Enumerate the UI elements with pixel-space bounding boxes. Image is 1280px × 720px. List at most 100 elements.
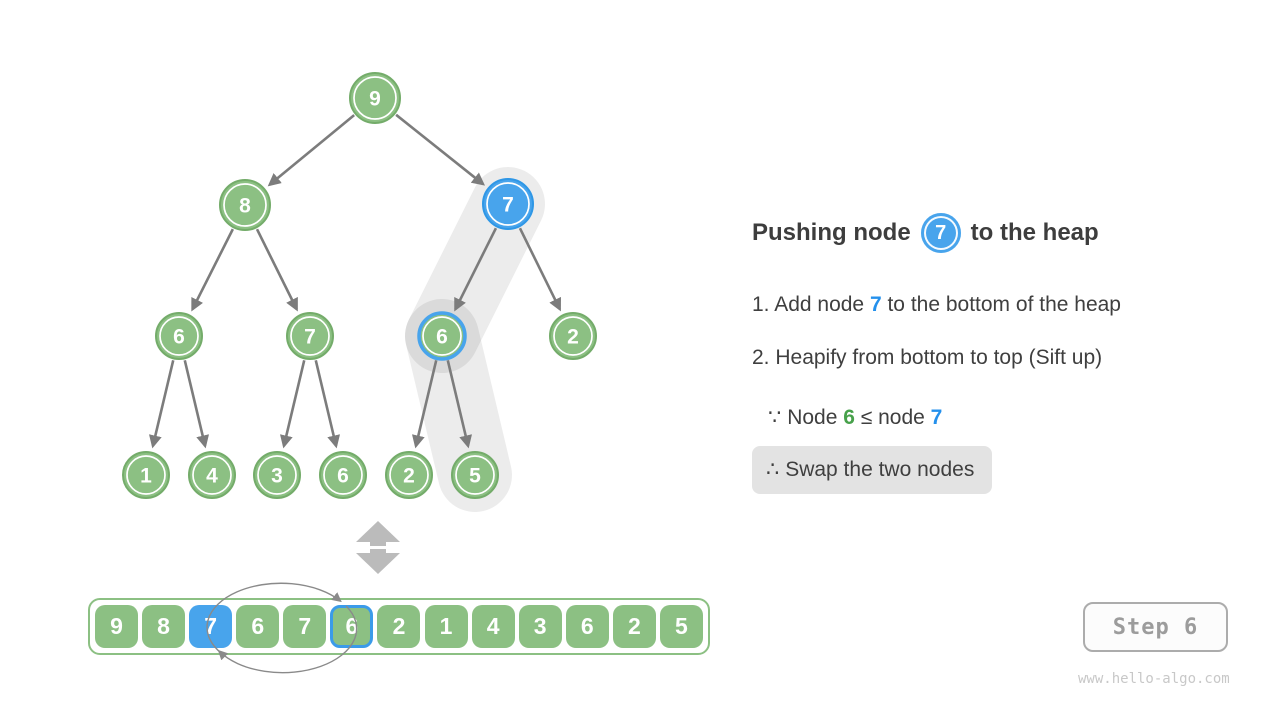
title-suffix: to the heap (970, 219, 1099, 246)
node-value: 5 (469, 465, 481, 488)
node-value: 6 (337, 465, 349, 488)
node-value: 6 (436, 326, 448, 349)
node-circle (286, 312, 334, 360)
node-circle (417, 311, 467, 361)
node-inner-ring (159, 316, 199, 356)
node-inner-ring (257, 455, 297, 495)
array-cell-10: 6 (565, 605, 609, 648)
note-text: to the bottom of the heap (881, 293, 1121, 316)
tree-nodes: 9 8 7 6 7 6 2 1 4 3 6 2 5 (122, 72, 597, 499)
array-cell-4: 7 (283, 605, 327, 648)
emphasized-value: 6 (843, 406, 855, 429)
step-label: Step 6 (1112, 614, 1199, 640)
node-inner-ring (323, 455, 363, 495)
highlight-capsule (405, 299, 512, 512)
node-circle (385, 451, 433, 499)
node-value: 7 (502, 194, 514, 217)
array-cell-6: 2 (377, 605, 421, 648)
panel-title: Pushing node 7 to the heap (752, 213, 1099, 253)
node-circle (253, 451, 301, 499)
node-inner-ring (290, 316, 330, 356)
tree-edge (183, 360, 209, 449)
tree-edge (314, 360, 340, 449)
node-badge-7: 7 (920, 213, 961, 253)
node-circle (549, 312, 597, 360)
array-cell-12: 5 (659, 605, 703, 648)
array-cell-9: 3 (518, 605, 562, 648)
node-inner-ring (223, 183, 267, 227)
tree-edge (518, 227, 561, 312)
node-inner-ring (353, 76, 397, 120)
tree-edge (267, 114, 355, 187)
array-cell-2: 7 (189, 605, 233, 648)
node-circle (188, 451, 236, 499)
node-value: 8 (239, 195, 251, 218)
tree-node-9: 9 (349, 72, 401, 124)
array-cell-3: 6 (236, 605, 280, 648)
node-value: 6 (173, 326, 185, 349)
tree-node-6: 6 (417, 311, 467, 361)
node-circle (349, 72, 401, 124)
tree-edges (149, 113, 561, 449)
note-text: ∴ Swap the two nodes (766, 458, 975, 481)
tree-node-2: 2 (385, 451, 433, 499)
tree-edge (255, 228, 298, 312)
tree-edge (412, 360, 438, 449)
title-prefix: Pushing node (752, 219, 911, 246)
tree-node-6: 6 (319, 451, 367, 499)
array-cell-11: 2 (612, 605, 656, 648)
node-value: 2 (567, 326, 579, 349)
note-text: 1. Add node (752, 293, 870, 316)
node-value: 4 (206, 465, 218, 488)
array-cell-8: 4 (471, 605, 515, 648)
node-inner-ring (389, 455, 429, 495)
updown-arrow-icon (356, 521, 400, 574)
node-inner-ring (553, 316, 593, 356)
node-circle (155, 312, 203, 360)
tree-edge (280, 360, 306, 449)
tree-node-7: 7 (286, 312, 334, 360)
node-value: 9 (369, 88, 381, 111)
tree-node-4: 4 (188, 451, 236, 499)
node-inner-ring (486, 182, 530, 226)
note-text: ≤ node (854, 406, 931, 429)
tree-edge (446, 360, 472, 449)
note-line-3: ∴ Swap the two nodes (752, 446, 993, 494)
note-line-1: 2. Heapify from bottom to top (Sift up) (752, 346, 1102, 370)
note-line-0: 1. Add node 7 to the bottom of the heap (752, 293, 1121, 317)
tree-node-2: 2 (549, 312, 597, 360)
node-value: 7 (304, 326, 316, 349)
tree-edge (191, 228, 235, 312)
node-circle (451, 451, 499, 499)
node-badge-value: 7 (935, 221, 947, 244)
tree-edge (149, 360, 175, 449)
watermark: www.hello-algo.com (1078, 671, 1230, 687)
node-inner-ring (192, 455, 232, 495)
tree-node-3: 3 (253, 451, 301, 499)
note-text: 2. Heapify from bottom to top (Sift up) (752, 346, 1103, 369)
highlight-capsule (405, 167, 545, 373)
node-circle (319, 451, 367, 499)
step-indicator[interactable]: Step 6 (1083, 602, 1228, 652)
tree-node-6: 6 (155, 312, 203, 360)
tree-edge (395, 113, 486, 186)
note-line-2: ∵ Node 6 ≤ node 7 (768, 405, 942, 430)
array-cell-7: 1 (424, 605, 468, 648)
node-inner-ring (126, 455, 166, 495)
node-value: 1 (140, 465, 152, 488)
node-circle (482, 178, 534, 230)
tree-node-7: 7 (482, 178, 534, 230)
note-text: ∵ Node (768, 406, 844, 429)
sift-up-highlight-band (405, 167, 545, 512)
emphasized-value: 7 (869, 293, 882, 316)
node-circle (122, 451, 170, 499)
node-inner-ring (455, 455, 495, 495)
array-cell-1: 8 (142, 605, 186, 648)
tree-node-8: 8 (219, 179, 271, 231)
node-inner-ring (422, 316, 462, 356)
array-cell-5: 6 (330, 605, 374, 648)
tree-node-5: 5 (451, 451, 499, 499)
node-value: 2 (403, 465, 415, 488)
